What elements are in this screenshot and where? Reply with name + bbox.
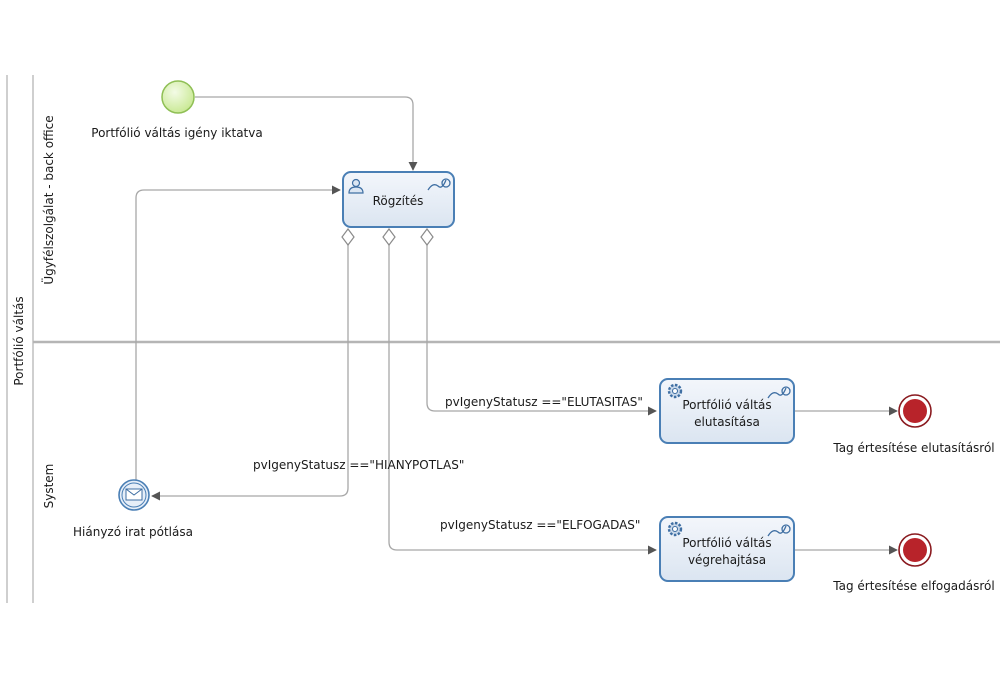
loop-marker-icon bbox=[767, 386, 791, 399]
flow-rogzites-to-reject[interactable] bbox=[426, 245, 657, 416]
pool-label: Portfólió váltás bbox=[12, 296, 26, 385]
user-icon bbox=[348, 178, 364, 194]
task-accept-label-line2: végrehajtása bbox=[688, 553, 766, 567]
gear-icon bbox=[667, 383, 683, 399]
pool-frame bbox=[6, 75, 1000, 603]
lane-label-back-office: Ügyfélszolgálat - back office bbox=[40, 115, 56, 284]
end-event-reject[interactable] bbox=[898, 394, 932, 428]
condition-accept: pvIgenyStatusz =="ELFOGADAS" bbox=[440, 518, 640, 532]
task-rogzites-label: Rögzítés bbox=[373, 194, 424, 208]
conditional-diamond-icon bbox=[341, 228, 434, 246]
flow-rogzites-to-accept[interactable] bbox=[388, 245, 657, 555]
task-rogzites[interactable]: Rögzítés bbox=[342, 171, 455, 228]
end-event-reject-label: Tag értesítése elutasításról bbox=[832, 441, 994, 455]
gear-icon bbox=[667, 521, 683, 537]
end-event-accept[interactable] bbox=[898, 533, 932, 567]
lane-label-system: System bbox=[42, 464, 56, 509]
loop-marker-icon bbox=[427, 178, 451, 191]
loop-marker-icon bbox=[767, 524, 791, 537]
task-reject-label-line2: elutasítása bbox=[694, 415, 760, 429]
message-event[interactable] bbox=[118, 479, 150, 511]
envelope-icon bbox=[125, 488, 143, 501]
start-event-label: Portfólió váltás igény iktatva bbox=[91, 126, 262, 140]
start-event[interactable] bbox=[161, 80, 195, 114]
flow-start-to-rogzites[interactable] bbox=[195, 96, 418, 171]
task-reject-label-line1: Portfólió váltás bbox=[682, 398, 771, 412]
flow-rogzites-to-message[interactable] bbox=[151, 245, 349, 501]
task-accept[interactable]: Portfólió váltás végrehajtása bbox=[659, 516, 795, 582]
task-accept-label-line1: Portfólió váltás bbox=[682, 536, 771, 550]
flow-message-to-rogzites[interactable] bbox=[135, 185, 341, 480]
end-event-accept-label: Tag értesítése elfogadásról bbox=[832, 579, 994, 593]
condition-missing: pvIgenyStatusz =="HIANYPOTLAS" bbox=[253, 458, 464, 472]
condition-reject: pvIgenyStatusz =="ELUTASITAS" bbox=[445, 395, 643, 409]
task-reject[interactable]: Portfólió váltás elutasítása bbox=[659, 378, 795, 444]
message-event-label: Hiányzó irat pótlása bbox=[73, 525, 193, 539]
